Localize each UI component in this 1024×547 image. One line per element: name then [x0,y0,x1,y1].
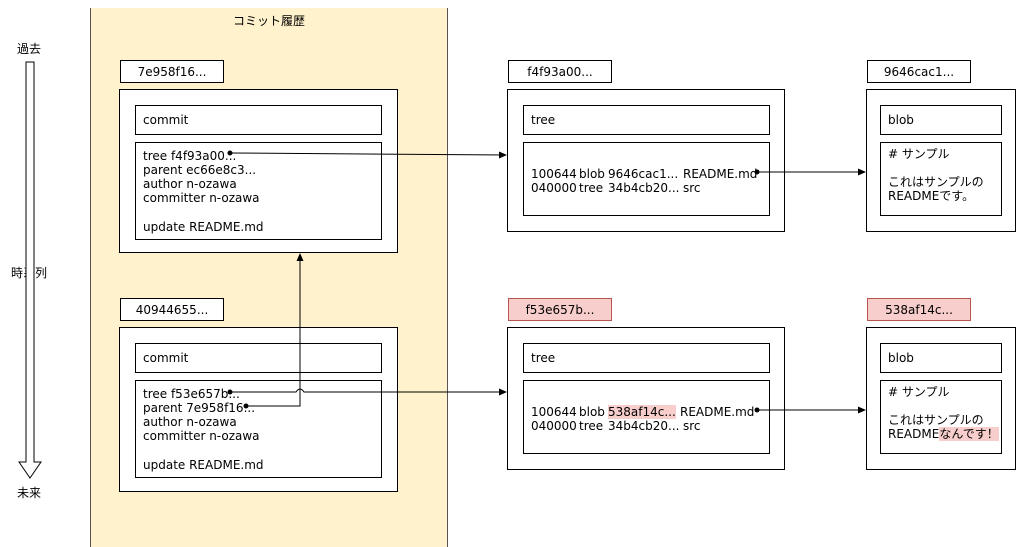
tree-old-object: tree 100644 blob 9646cac1... README.md 0… [507,89,785,232]
blob-old-heading: # サンプル [888,147,950,161]
tree-new-entry-name: README.md [680,405,755,419]
tree-old-entry-kind: tree [579,181,604,195]
tree-old-entry-id: 34b4cb20... [608,181,680,195]
timeline-arrow [18,61,42,479]
commit-new-parent-line: parent 7e958f16... [143,401,256,415]
tree-new-entry-mode: 040000 [531,419,577,433]
commit-old-type: commit [135,105,382,135]
blob-old-type: blob [880,105,1002,135]
tree-new-entry-kind: blob [579,405,605,419]
tree-new-entry-mode: 100644 [531,405,577,419]
commit-new-committer-line: committer n-ozawa [143,429,260,443]
blob-new-heading: # サンプル [888,385,950,399]
tree-new-entry-kind: tree [579,419,604,433]
commit-new-hash: 40944655... [120,298,224,321]
timeline-future-label: 未来 [17,486,42,500]
commit-old-tree-line: tree f4f93a00... [143,149,237,163]
blob-old-content: # サンプル これはサンプルの READMEです。 [880,142,1002,216]
tree-old-entry-name: src [683,181,701,195]
commit-new-content: tree f53e657b... parent 7e958f16... auth… [135,380,382,478]
commit-new-tree-line: tree f53e657b... [143,387,240,401]
blob-old-hash: 9646cac1... [867,60,971,83]
commit-old-committer-line: committer n-ozawa [143,191,260,205]
commit-old-hash: 7e958f16... [120,60,224,83]
blob-new-content: # サンプル これはサンプルの READMEなんです！ [880,380,1002,454]
connector-parent-to-commit-old [246,253,304,407]
commit-new-message: update README.md [143,458,264,472]
tree-old-entry-name: README.md [683,167,758,181]
commit-old-message: update README.md [143,220,264,234]
tree-old-hash: f4f93a00... [508,60,612,83]
tree-old-entry-mode: 040000 [531,181,577,195]
tree-new-hash: f53e657b... [508,298,612,321]
tree-new-entry-id: 34b4cb20... [608,419,680,433]
commit-new-author-line: author n-ozawa [143,415,237,429]
blob-new-line-1: これはサンプルの [888,413,984,427]
tree-new-type: tree [523,343,770,373]
connector-commit-new-to-tree-new [230,388,507,396]
tree-new-entry-id-changed: 538af14c... [608,405,676,419]
tree-new-object: tree 100644 blob 538af14c... README.md 0… [507,327,785,470]
commit-old-content: tree f4f93a00... parent ec66e8c3... auth… [135,142,382,240]
tree-new-content: 100644 blob 538af14c... README.md 040000… [523,380,770,454]
blob-old-line-2: READMEです。 [888,189,975,203]
tree-new-entry-name: src [683,419,701,433]
tree-old-type: tree [523,105,770,135]
connector-commit-old-to-tree-old [229,151,507,159]
tree-old-content: 100644 blob 9646cac1... README.md 040000… [523,142,770,216]
commit-old-parent-line: parent ec66e8c3... [143,163,257,177]
tree-old-entry-id: 9646cac1... [608,167,679,181]
timeline-past-label: 過去 [17,42,42,56]
commit-old-object: commit tree f4f93a00... parent ec66e8c3.… [119,89,398,253]
blob-new-line-2-changed: なんです！ [939,427,999,441]
commit-old-author-line: author n-ozawa [143,177,237,191]
commit-new-type: commit [135,343,382,373]
commit-history-title: コミット履歴 [232,14,305,28]
blob-new-hash: 538af14c... [867,298,971,321]
tree-old-entry-mode: 100644 [531,167,577,181]
tree-old-entry-kind: blob [579,167,605,181]
blob-new-type: blob [880,343,1002,373]
blob-new-object: blob # サンプル これはサンプルの READMEなんです！ [866,327,1016,470]
blob-old-line-1: これはサンプルの [888,175,984,189]
blob-new-line-2-unchanged: README [888,427,940,441]
blob-old-object: blob # サンプル これはサンプルの READMEです。 [866,89,1016,232]
blob-new-line-2: READMEなんです！ [888,427,999,441]
commit-new-object: commit tree f53e657b... parent 7e958f16.… [119,327,398,492]
